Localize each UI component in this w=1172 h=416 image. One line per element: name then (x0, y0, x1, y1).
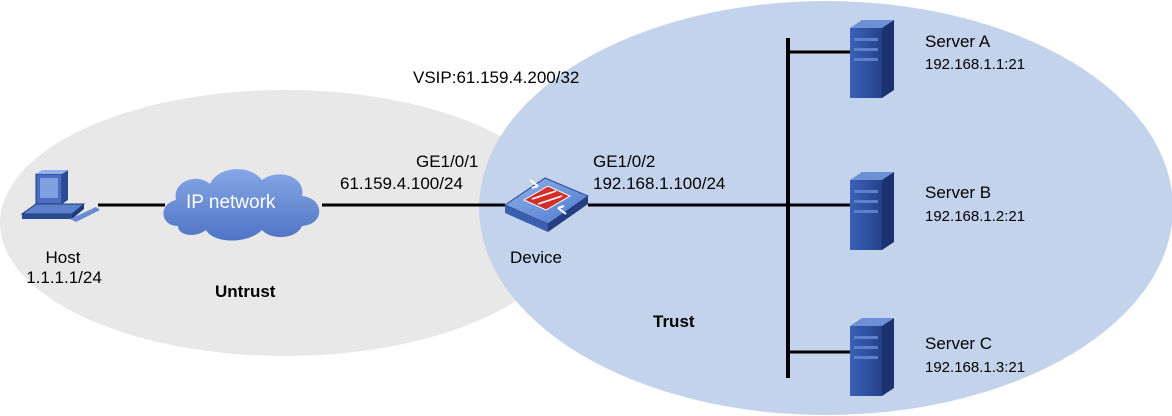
vsip-label: VSIP:61.159.4.200/32 (413, 68, 580, 87)
ge1-0-2-ip: 192.168.1.100/24 (593, 174, 726, 193)
server-a-icon (850, 20, 894, 98)
ip-network-cloud-icon (163, 169, 320, 241)
server-a-name: Server A (925, 32, 991, 51)
ge1-0-2-label: GE1/0/2 (593, 152, 656, 171)
server-c-name: Server C (925, 334, 993, 353)
ge1-0-1-ip: 61.159.4.100/24 (340, 174, 463, 193)
trust-zone-label: Trust (653, 312, 695, 331)
host-name: Host (45, 248, 81, 267)
server-a-addr: 192.168.1.1:21 (925, 56, 1026, 73)
firewall-device-icon (503, 177, 590, 232)
server-b-icon (850, 172, 894, 250)
host-ip: 1.1.1.1/24 (26, 268, 102, 287)
ge1-0-1-label: GE1/0/1 (416, 152, 479, 171)
host-computer-icon (20, 170, 100, 222)
untrust-zone-label: Untrust (215, 282, 276, 301)
device-name: Device (510, 248, 562, 267)
trust-zone (479, 1, 1172, 415)
server-b-addr: 192.168.1.2:21 (925, 208, 1026, 225)
server-b-name: Server B (925, 183, 992, 202)
server-c-addr: 192.168.1.3:21 (925, 359, 1026, 376)
cloud-label: IP network (186, 192, 276, 213)
server-c-icon (850, 318, 894, 396)
